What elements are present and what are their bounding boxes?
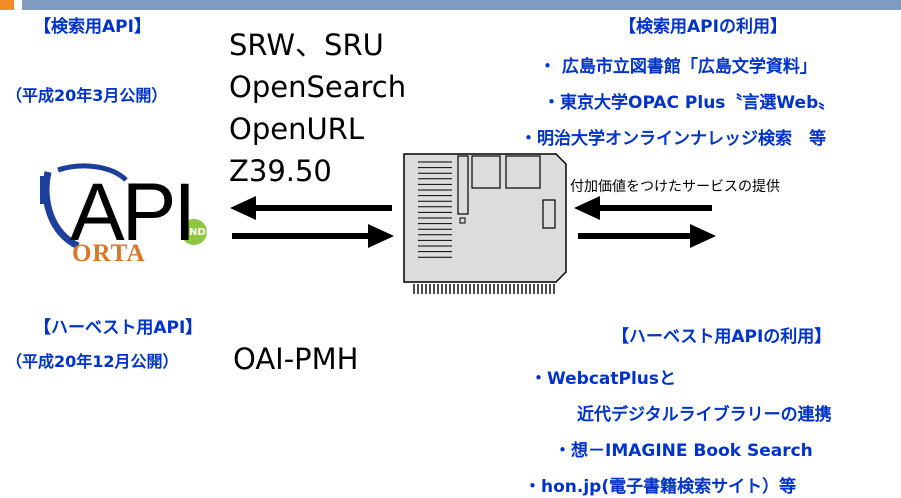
porta-logo-orta-text: ORTA: [72, 240, 146, 267]
arrow-to-services-head: [690, 224, 716, 248]
harvest-use-item-honjp: ・hon.jp(電子書籍検索サイト）等: [524, 477, 797, 497]
arrow-to-server-head: [574, 196, 600, 220]
ndl-badge-icon: [181, 219, 207, 245]
banner-accent-orange: [0, 0, 14, 10]
harvest-api-title: 【ハーベスト用API】: [34, 318, 203, 338]
value-added-service-label: 付加価値をつけたサービスの提供: [570, 179, 780, 195]
logo-bar-blue: [40, 176, 46, 204]
protocol-oai-pmh: OAI-PMH: [233, 342, 359, 376]
right-arrows: [574, 196, 716, 248]
server-chip-c: [542, 199, 556, 229]
search-use-item-meiji: ・明治大学オンラインナレッジ検索 等: [520, 129, 826, 149]
harvest-use-item-imagine: ・想－IMAGINE Book Search: [554, 441, 813, 461]
banner-accent-blue: [22, 0, 901, 10]
server-connector-pins: [413, 284, 555, 294]
porta-logo-graphic: [40, 163, 207, 250]
harvest-use-title: 【ハーベスト用APIの利用】: [612, 327, 832, 347]
harvest-api-date: （平成20年12月公開）: [6, 352, 179, 371]
protocol-z3950: Z39.50: [229, 154, 332, 188]
search-use-item-hiroshima: ・ 広島市立図書館「広島文学資料」: [539, 57, 817, 77]
porta-logo-api-text: API: [70, 167, 196, 258]
logo-swoosh-blue: [42, 171, 80, 250]
protocol-opensearch: OpenSearch: [229, 70, 407, 104]
arrow-from-api-right-head: [368, 224, 394, 248]
protocol-srw-sru: SRW、SRU: [229, 28, 384, 62]
search-api-title: 【検索用API】: [34, 17, 151, 37]
arrow-to-api-left-head: [230, 196, 256, 220]
protocol-openurl: OpenURL: [229, 112, 364, 146]
logo-swoosh-blue-top: [57, 163, 128, 182]
search-use-title: 【検索用APIの利用】: [619, 17, 787, 37]
porta-logo-badge-text: NDL: [189, 227, 213, 238]
harvest-use-item-kindai: 近代デジタルライブラリーの連携: [577, 405, 832, 425]
server-chip-b: [505, 155, 541, 189]
server-vent-stripes: [418, 161, 452, 258]
slide-top-banner: [0, 0, 901, 10]
server-icon: [403, 153, 567, 294]
server-chip-a: [471, 155, 501, 189]
server-led: [459, 217, 466, 224]
search-use-item-tokyo: ・東京大学OPAC Plus〝言選Web〟: [543, 93, 836, 113]
left-arrows: [230, 196, 394, 248]
server-slot-tall: [457, 155, 469, 215]
search-api-date: （平成20年3月公開）: [6, 86, 168, 105]
harvest-use-item-webcat: ・WebcatPlusと: [530, 369, 677, 389]
